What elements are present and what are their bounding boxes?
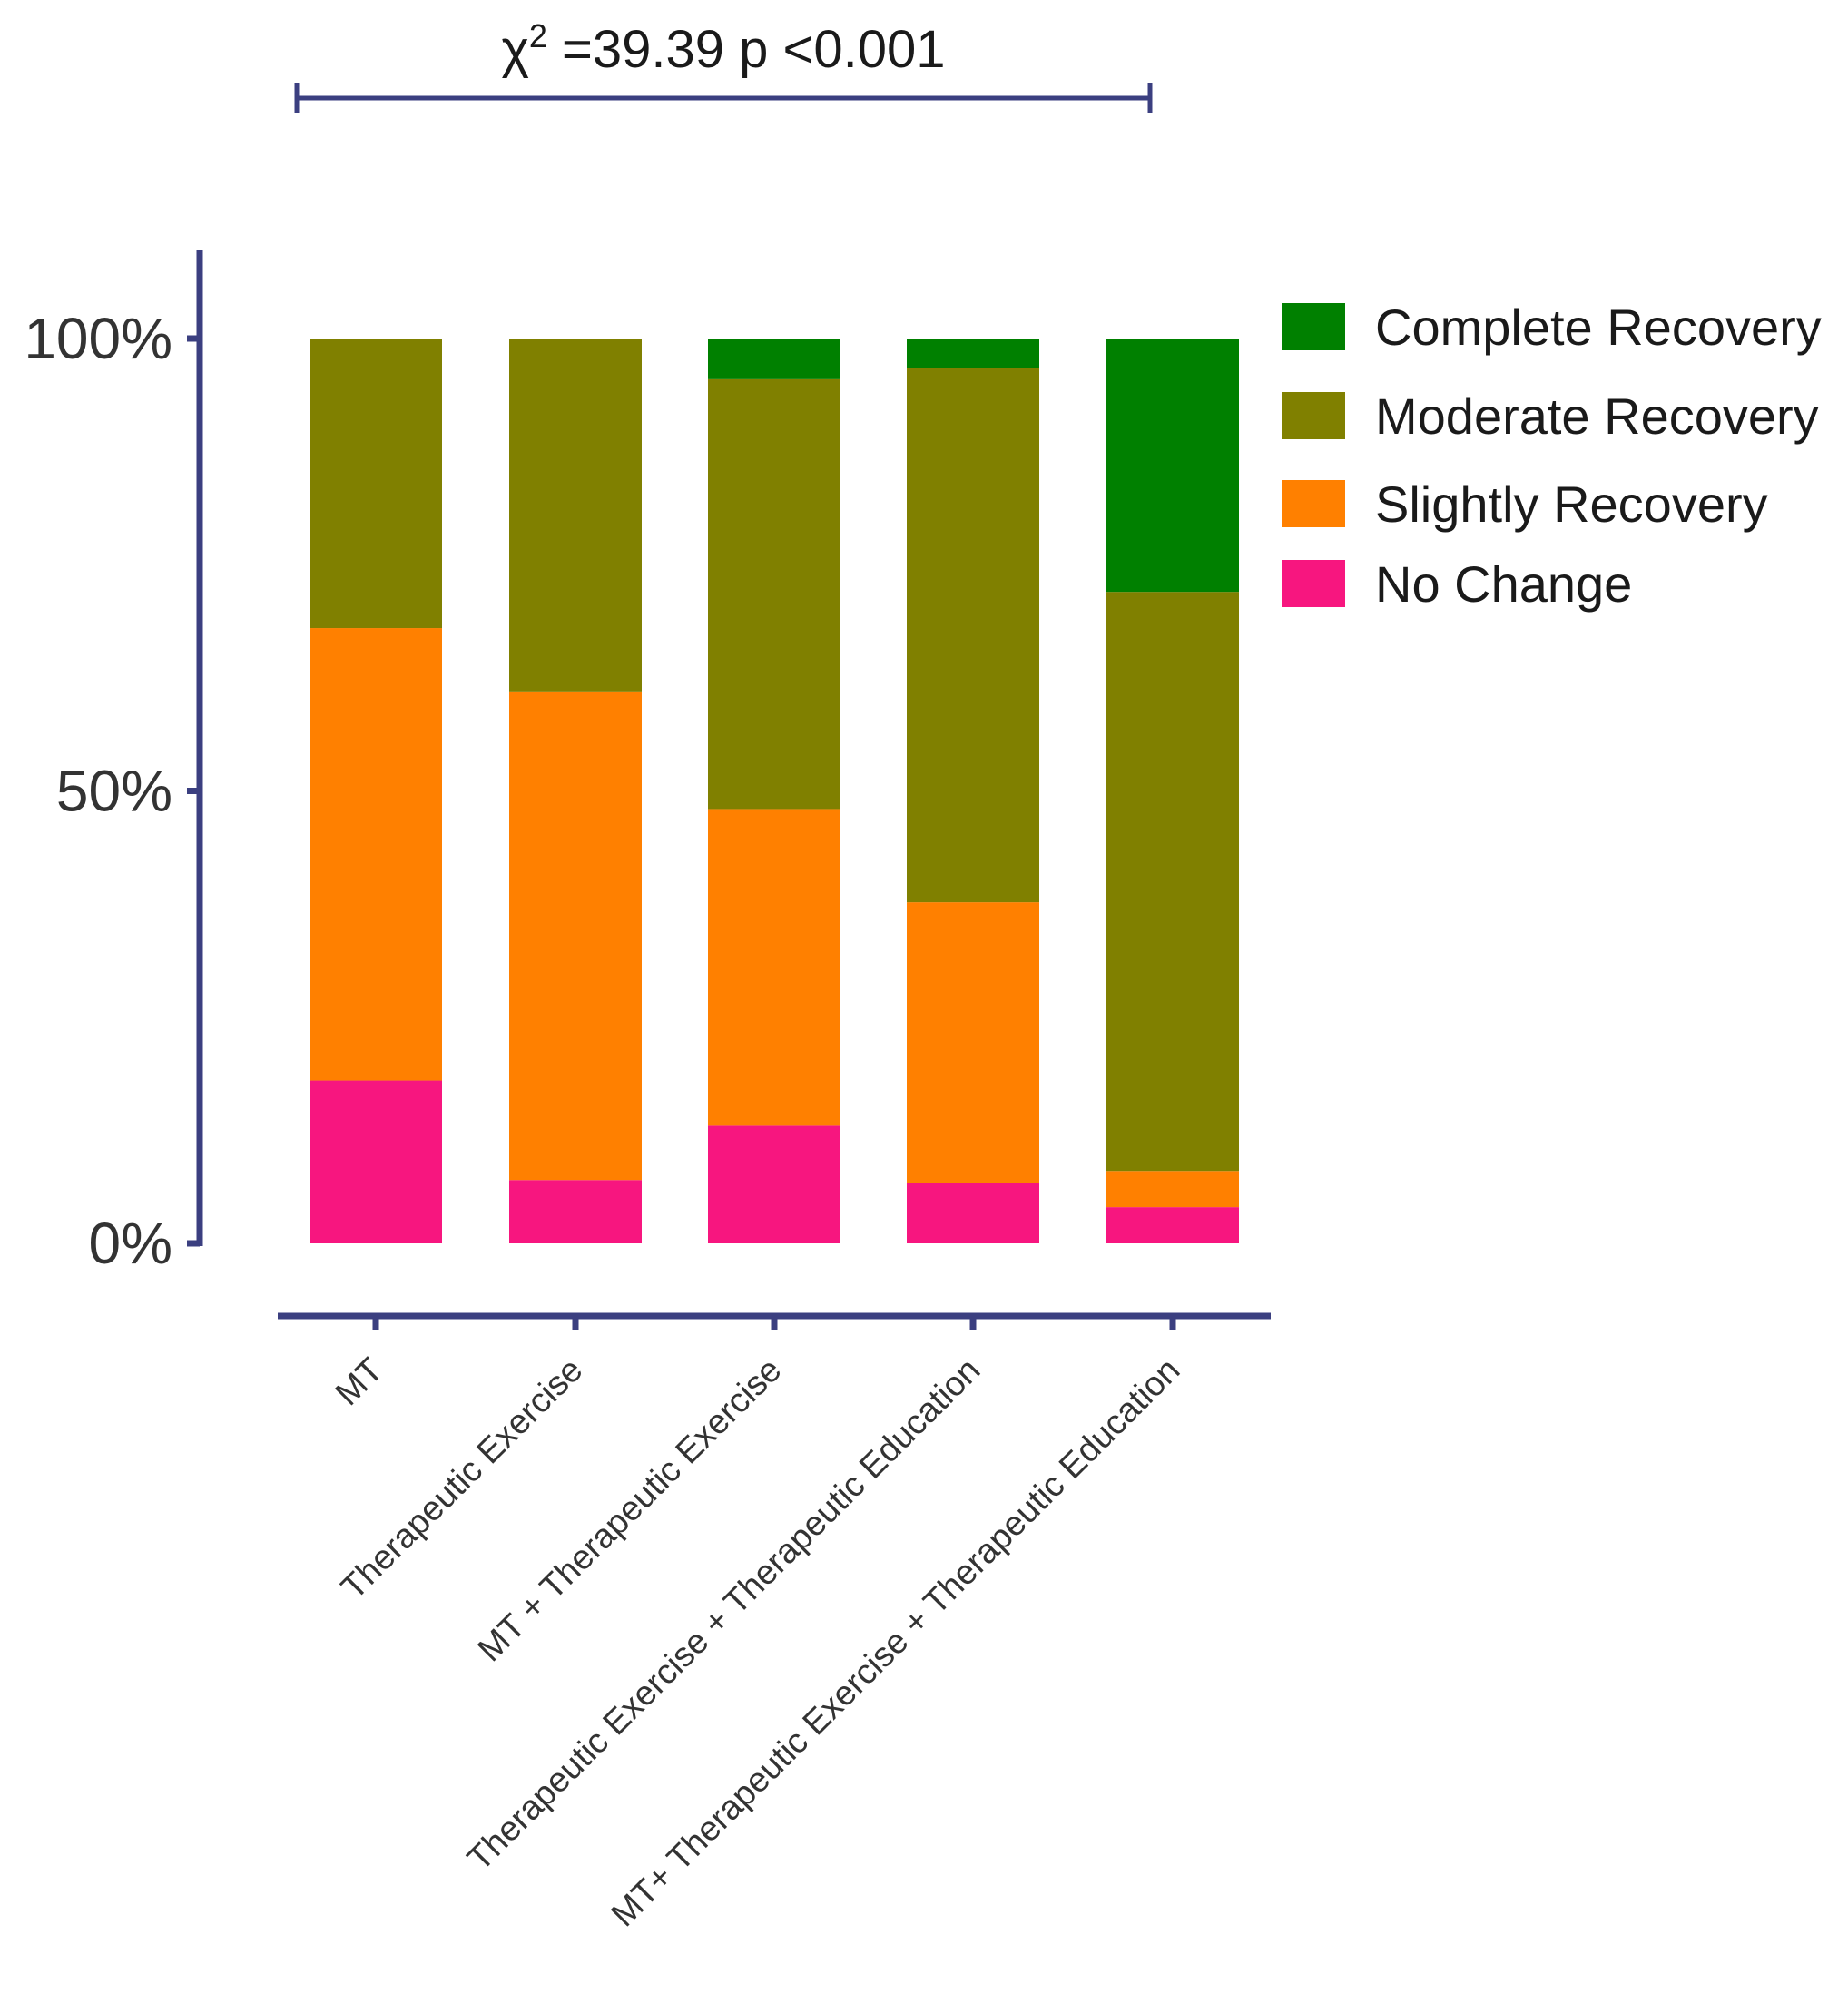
bar-segment-no-change <box>907 1183 1039 1243</box>
legend-swatch <box>1282 392 1345 439</box>
bar-segment-slightly-recovery <box>1106 1171 1239 1208</box>
bar-stack <box>708 339 840 1243</box>
chi-statistic: =39.39 p <0.001 <box>547 20 946 79</box>
legend-entry: No Change <box>1282 555 1632 613</box>
legend-label: Complete Recovery <box>1375 299 1822 356</box>
bar-segment-slightly-recovery <box>708 809 840 1126</box>
legend-swatch <box>1282 480 1345 527</box>
bar-stack <box>1106 339 1239 1243</box>
bar-segment-complete-recovery <box>907 339 1039 368</box>
y-ticks-layer: 0% 50% 100% <box>24 306 200 1276</box>
legend-label: No Change <box>1375 555 1632 613</box>
x-category-label: MT <box>329 1351 391 1414</box>
bar-segment-moderate-recovery <box>907 368 1039 903</box>
chi-symbol: χ <box>501 20 528 79</box>
bar-segment-slightly-recovery <box>509 691 642 1181</box>
bar-stack <box>310 339 442 1243</box>
legend-label: Slightly Recovery <box>1375 476 1768 533</box>
bar-segment-complete-recovery <box>708 339 840 379</box>
legend-entry: Slightly Recovery <box>1282 476 1768 533</box>
y-tick-label: 50% <box>56 759 172 824</box>
axes-layer <box>196 250 1271 1330</box>
bar-stack <box>907 339 1039 1243</box>
legend-label: Moderate Recovery <box>1375 388 1819 445</box>
bar-segment-moderate-recovery <box>509 339 642 692</box>
bar-segment-slightly-recovery <box>310 628 442 1081</box>
bar-segment-complete-recovery <box>1106 339 1239 593</box>
bars-layer <box>310 339 1239 1243</box>
y-tick-label: 100% <box>24 306 172 371</box>
bar-segment-no-change <box>1106 1207 1239 1243</box>
bar-segment-slightly-recovery <box>907 902 1039 1183</box>
bar-segment-moderate-recovery <box>708 378 840 810</box>
bar-segment-no-change <box>310 1080 442 1243</box>
bar-segment-moderate-recovery <box>310 339 442 629</box>
legend-entry: Moderate Recovery <box>1282 388 1819 445</box>
legend-swatch <box>1282 303 1345 350</box>
chi-superscript: 2 <box>529 17 547 54</box>
chi-square-annotation-text: χ2 =39.39 p <0.001 <box>501 17 945 79</box>
significance-annotation: χ2 =39.39 p <0.001 <box>294 17 1153 113</box>
bar-segment-no-change <box>708 1125 840 1243</box>
legend-swatch <box>1282 560 1345 607</box>
bar-stack <box>509 339 642 1243</box>
bar-segment-moderate-recovery <box>1106 592 1239 1172</box>
y-tick-label: 0% <box>89 1211 173 1276</box>
legend-entry: Complete Recovery <box>1282 299 1822 356</box>
bar-segment-no-change <box>509 1180 642 1243</box>
